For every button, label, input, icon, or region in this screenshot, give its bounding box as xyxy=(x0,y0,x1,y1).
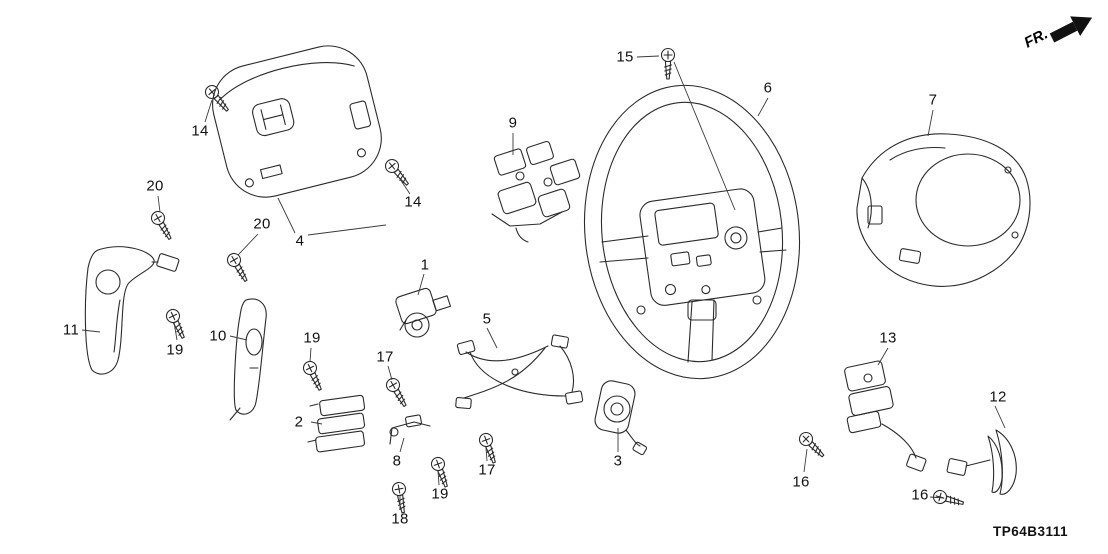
fr-direction-arrow-icon xyxy=(1049,16,1093,43)
callout-label-4-3: 4 xyxy=(295,232,305,250)
callout-label-5-4: 5 xyxy=(482,310,492,328)
callout-label-1-0: 1 xyxy=(420,256,430,274)
honda-h-logo-icon xyxy=(260,104,286,130)
callout-label-20-25: 20 xyxy=(253,215,271,233)
callout-label-17-19: 17 xyxy=(478,461,496,479)
callout-label-8-7: 8 xyxy=(392,452,402,470)
callout-label-9-8: 9 xyxy=(508,114,518,132)
callout-label-7-6: 7 xyxy=(928,91,938,109)
part-wire-harness xyxy=(455,334,584,410)
part-paddle-lever xyxy=(946,429,1017,495)
callout-label-19-22: 19 xyxy=(303,329,321,347)
part-switch-assembly xyxy=(491,140,581,243)
part-steering-wheel xyxy=(583,84,801,380)
callout-label-14-13: 14 xyxy=(191,122,209,140)
callout-label-2-1: 2 xyxy=(294,413,304,431)
part-cable-reel xyxy=(395,287,452,338)
screw-19b-icon xyxy=(300,358,327,394)
callout-label-3-2: 3 xyxy=(613,452,623,470)
callout-label-13-12: 13 xyxy=(879,329,897,347)
screw-17b-icon xyxy=(477,431,501,466)
screw-18-icon xyxy=(390,480,411,515)
screw-20b-icon xyxy=(224,250,253,285)
callout-label-19-21: 19 xyxy=(166,341,184,359)
screw-17a-icon xyxy=(383,375,412,410)
leader-lines xyxy=(81,55,1006,510)
diagram-code: TP64B3111 xyxy=(993,524,1069,539)
callout-label-18-20: 18 xyxy=(391,510,409,528)
callout-label-17-18: 17 xyxy=(376,348,394,366)
screw-19c-icon xyxy=(429,455,453,490)
callout-label-16-16: 16 xyxy=(792,473,810,491)
part-airbag-module xyxy=(212,45,382,198)
callout-label-19-23: 19 xyxy=(431,485,449,503)
callout-label-12-11: 12 xyxy=(989,388,1007,406)
screw-14b-icon xyxy=(382,156,413,190)
screw-16a-icon xyxy=(796,429,829,462)
callout-label-20-24: 20 xyxy=(146,177,164,195)
part-small-bracket xyxy=(389,414,431,445)
callout-label-14-14: 14 xyxy=(404,193,422,211)
part-right-switch xyxy=(844,360,927,472)
screw-14a-icon xyxy=(202,82,233,116)
screw-20a-icon xyxy=(148,208,177,243)
callout-label-16-17: 16 xyxy=(911,486,929,504)
callout-label-6-5: 6 xyxy=(763,79,773,97)
callout-label-11-10: 11 xyxy=(62,321,80,339)
part-lower-bracket xyxy=(594,380,648,456)
part-trim-left xyxy=(84,246,180,375)
screw-15-icon xyxy=(660,47,676,80)
part-trim-right xyxy=(229,298,267,421)
callout-label-10-9: 10 xyxy=(209,327,227,345)
screw-fasteners xyxy=(148,47,966,515)
screw-16b-icon xyxy=(931,488,966,511)
part-back-cover xyxy=(856,133,1031,287)
callout-label-15-15: 15 xyxy=(616,48,634,66)
part-switch-stack xyxy=(307,394,366,453)
